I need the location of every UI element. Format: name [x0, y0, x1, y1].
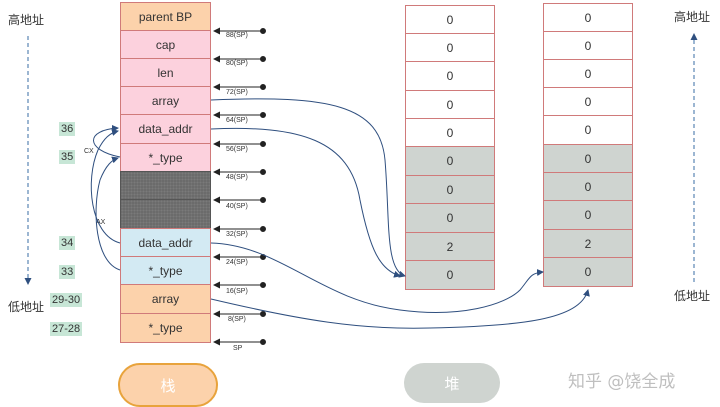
heap-left-cell-10: 0: [405, 260, 495, 290]
heap-left-cell-2: 0: [405, 33, 495, 62]
cx-curve-arrow: [93, 124, 121, 158]
line-number-29-30: 29-30: [50, 293, 83, 307]
sp-offset-24: 24(SP): [226, 259, 248, 266]
sp-offset-8: 8(SP): [228, 316, 246, 323]
sp-offset-56: 56(SP): [226, 146, 248, 153]
sp-offset-40: 40(SP): [226, 203, 248, 210]
heap-left-cell-1: 0: [405, 5, 495, 34]
stack-cell-type-3: *_type: [120, 313, 211, 343]
line-number-33: 33: [59, 265, 76, 279]
sp-offset-48: 48(SP): [226, 174, 248, 181]
right-low-address-label: 低地址: [674, 289, 711, 303]
line-number-36: 36: [59, 122, 76, 136]
sp-offset-32: 32(SP): [226, 231, 248, 238]
stack-cell-array: array: [120, 86, 211, 115]
line-number-35: 35: [59, 150, 76, 164]
line-number-34: 34: [59, 236, 76, 250]
stack-cell-cap: cap: [120, 30, 211, 59]
data-addr-to-heap-left-arrow: [210, 127, 401, 278]
stack-cell-len: len: [120, 58, 211, 87]
heap-left-cell-4: 0: [405, 90, 495, 119]
left-low-address-label: 低地址: [8, 300, 45, 314]
sp-offset-88: 88(SP): [226, 32, 248, 39]
sp-offset-72: 72(SP): [226, 89, 248, 96]
ax-curve-arrow-1: [90, 129, 121, 244]
sp-offset-80: 80(SP): [226, 60, 248, 67]
stack-cell-data-addr-1: data_addr: [120, 114, 211, 144]
stack-cell-empty-2: [120, 199, 211, 229]
heap-left-cell-6: 0: [405, 146, 495, 176]
heap-right-cell-9: 2: [543, 229, 633, 258]
heap-right-cell-8: 0: [543, 200, 633, 230]
array-to-heap-left-arrow: [210, 98, 406, 278]
array-to-heap-right-arrow: [210, 289, 590, 329]
heap-right-cell-10: 0: [543, 257, 633, 287]
heap-button[interactable]: 堆: [404, 363, 500, 403]
right-high-address-label: 高地址: [674, 10, 711, 24]
stack-button[interactable]: 栈: [118, 363, 218, 407]
sp-offset-sp: SP: [233, 345, 243, 352]
data-addr-to-heap-right-arrow: [210, 242, 544, 313]
watermark-text: 知乎 @饶全成: [568, 372, 676, 392]
ax-curve-arrow-2: [95, 156, 121, 271]
line-number-27-28: 27-28: [50, 322, 83, 336]
cx-register-label: CX: [84, 148, 94, 155]
sp-offset-64: 64(SP): [226, 117, 248, 124]
stack-cell-parent-bp: parent BP: [120, 2, 211, 31]
stack-cell-type-2: *_type: [120, 256, 211, 285]
left-high-address-label: 高地址: [8, 13, 45, 27]
stack-cell-array-2: array: [120, 284, 211, 314]
heap-right-cell-2: 0: [543, 31, 633, 60]
ax-register-label: AX: [96, 219, 106, 226]
heap-right-cell-4: 0: [543, 87, 633, 116]
sp-offset-16: 16(SP): [226, 288, 248, 295]
stack-cell-data-addr-2: data_addr: [120, 228, 211, 257]
